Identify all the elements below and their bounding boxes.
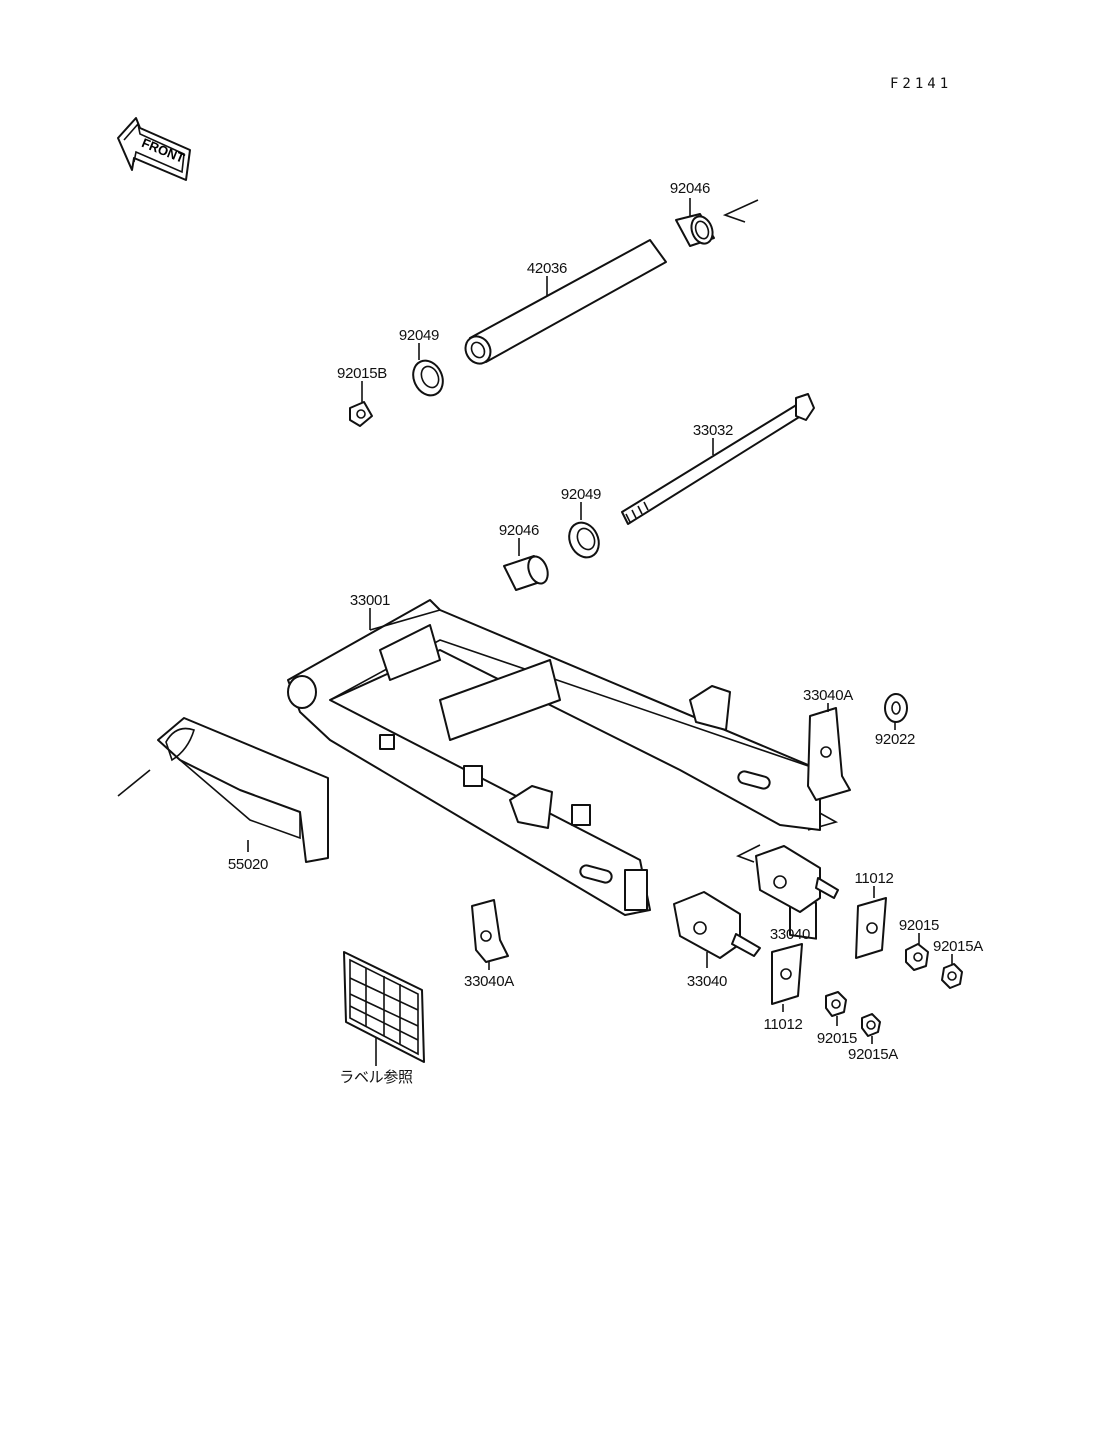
- part-label-11012[interactable]: 11012: [854, 870, 894, 887]
- part-label-33040[interactable]: 33040: [686, 973, 728, 990]
- part-label-33040A[interactable]: 33040A: [464, 973, 514, 990]
- part-label-92049[interactable]: 92049: [560, 486, 602, 503]
- part-label-92015[interactable]: 92015: [898, 917, 940, 934]
- nut-92015A-right: [941, 954, 963, 989]
- nut-92015A-left: [861, 1013, 881, 1044]
- part-label-92015A[interactable]: 92015A: [848, 1046, 898, 1063]
- bracket-33040A-right: [807, 703, 851, 801]
- part-label-92015B[interactable]: 92015B: [337, 365, 387, 382]
- bearing-92046-top: [675, 198, 715, 247]
- part-label-92015[interactable]: 92015: [816, 1030, 858, 1047]
- adjuster-33040-right: [755, 845, 839, 922]
- plate-11012-left: [771, 943, 803, 1012]
- direction-mark: [117, 769, 151, 797]
- part-label-33001[interactable]: 33001: [349, 592, 391, 609]
- part-label-92046[interactable]: 92046: [498, 522, 540, 539]
- part-label-92046[interactable]: 92046: [669, 180, 711, 197]
- pivot-sleeve-42036: [464, 239, 667, 365]
- nut-92015-right: [905, 933, 929, 971]
- collar-92015B: [349, 381, 373, 427]
- adjuster-33040-left: [673, 891, 761, 968]
- nut-92015-left: [825, 991, 847, 1026]
- part-label-33032[interactable]: 33032: [692, 422, 734, 439]
- bearing-92046-low: [503, 538, 549, 591]
- bracket-33040A-left: [471, 899, 509, 970]
- direction-mark: [736, 844, 761, 863]
- part-label-92049[interactable]: 92049: [398, 327, 440, 344]
- chain-guard-55020: [157, 717, 329, 863]
- part-label-55020[interactable]: 55020: [227, 856, 269, 873]
- caution-label-plate: [343, 951, 425, 1066]
- part-label-92015A[interactable]: 92015A: [933, 938, 983, 955]
- seal-92049-low: [568, 502, 600, 559]
- front-arrow-icon: FRONT: [117, 117, 191, 181]
- plate-11012-right: [855, 886, 887, 959]
- part-label-33040A[interactable]: 33040A: [803, 687, 853, 704]
- part-label-42036[interactable]: 42036: [526, 260, 568, 277]
- pivot-bolt-33032: [621, 393, 815, 525]
- part-label-11012[interactable]: 11012: [763, 1016, 803, 1033]
- figure-code: F2141: [890, 76, 953, 92]
- part-label-92022[interactable]: 92022: [874, 731, 916, 748]
- part-label-33040[interactable]: 33040: [769, 926, 811, 943]
- part-label-label-reference[interactable]: ラベル参照: [339, 1069, 413, 1086]
- washer-92022: [884, 693, 908, 730]
- seal-92049-top: [412, 343, 444, 397]
- direction-mark: [722, 199, 759, 223]
- swingarm-33001: [287, 599, 821, 940]
